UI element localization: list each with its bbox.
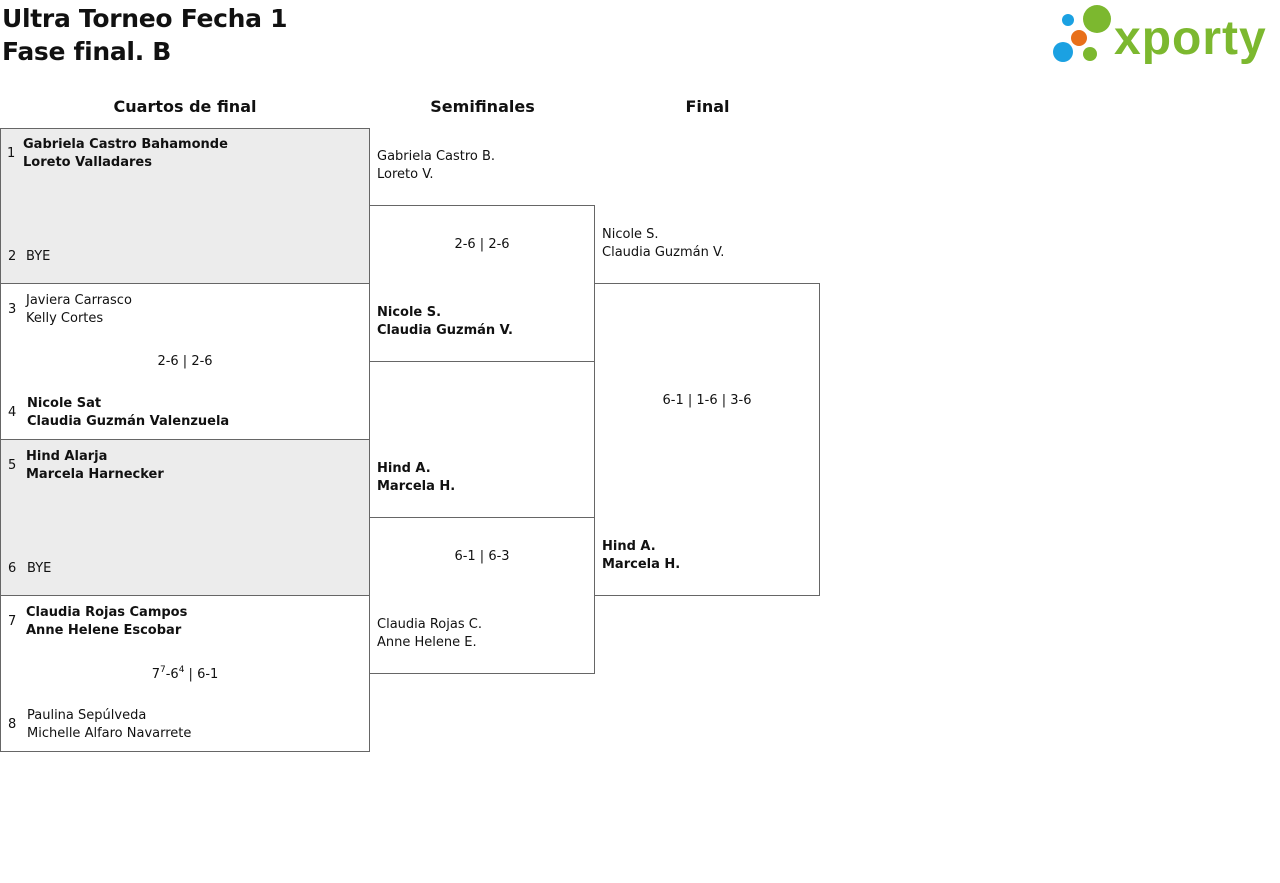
player-name: Nicole S. bbox=[377, 305, 442, 320]
round-header-final: Final bbox=[685, 97, 730, 116]
round-header-quarterfinals: Cuartos de final bbox=[113, 97, 257, 116]
remaining-sets: | 6-1 bbox=[184, 667, 219, 682]
player-name: Marcela H. bbox=[602, 557, 681, 572]
seed-number: 7 bbox=[8, 614, 17, 629]
player-name: Nicole Sat bbox=[27, 396, 102, 411]
player-name: Gabriela Castro B. bbox=[377, 149, 496, 164]
player-name: Gabriela Castro Bahamonde bbox=[23, 137, 228, 152]
logo-dot-blue-large bbox=[1053, 42, 1073, 62]
seed-number: 6 bbox=[8, 561, 17, 576]
qf1-bottom-team: BYE bbox=[26, 248, 50, 266]
player-name: Michelle Alfaro Navarrete bbox=[27, 726, 192, 741]
qf2-top-team: Javiera Carrasco Kelly Cortes bbox=[26, 292, 132, 328]
logo-dot-blue-small bbox=[1062, 14, 1074, 26]
player-name: Claudia Guzmán V. bbox=[377, 323, 513, 338]
title-line-1: Ultra Torneo Fecha 1 bbox=[2, 4, 288, 33]
set1-score-a: 7 bbox=[151, 667, 160, 682]
player-name: Anne Helene Escobar bbox=[26, 623, 182, 638]
player-name: Loreto V. bbox=[377, 167, 434, 182]
match-score: 2-6 | 2-6 bbox=[454, 237, 510, 252]
player-name: Claudia Guzmán Valenzuela bbox=[27, 414, 230, 429]
seed-number: 3 bbox=[8, 302, 17, 317]
player-name: BYE bbox=[26, 249, 51, 264]
seed-number: 5 bbox=[8, 458, 17, 473]
logo-dot-orange bbox=[1071, 30, 1087, 46]
player-name: Hind A. bbox=[602, 539, 656, 554]
set1-score-b: 6 bbox=[170, 667, 179, 682]
final-bottom-team: Hind A. Marcela H. bbox=[602, 538, 680, 574]
logo-text: xporty bbox=[1114, 12, 1267, 65]
sf1-top-team: Gabriela Castro B. Loreto V. bbox=[377, 148, 495, 184]
player-name: Claudia Rojas C. bbox=[377, 617, 482, 632]
player-name: Hind Alarja bbox=[26, 449, 108, 464]
qf4-top-team: Claudia Rojas Campos Anne Helene Escobar bbox=[26, 604, 187, 640]
final-match[interactable] bbox=[594, 283, 820, 596]
qf1-top-team: Gabriela Castro Bahamonde Loreto Vallada… bbox=[23, 136, 228, 172]
match-score: 2-6 | 2-6 bbox=[157, 354, 213, 369]
qf-match-1[interactable] bbox=[0, 128, 370, 284]
page-title: Ultra Torneo Fecha 1 Fase final. B bbox=[2, 2, 288, 68]
logo-dot-green-small bbox=[1083, 47, 1097, 61]
player-name: Hind A. bbox=[377, 461, 431, 476]
logo-dot-green-large bbox=[1083, 5, 1111, 33]
round-header-semifinals: Semifinales bbox=[430, 97, 535, 116]
qf3-bottom-team: BYE bbox=[27, 560, 51, 578]
sf1-bottom-team: Nicole S. Claudia Guzmán V. bbox=[377, 304, 513, 340]
sf2-top-team: Hind A. Marcela H. bbox=[377, 460, 455, 496]
player-name: Kelly Cortes bbox=[26, 311, 104, 326]
qf-match-3[interactable] bbox=[0, 439, 370, 596]
player-name: Javiera Carrasco bbox=[26, 293, 132, 308]
player-name: Claudia Rojas Campos bbox=[26, 605, 188, 620]
qf4-bottom-team: Paulina Sepúlveda Michelle Alfaro Navarr… bbox=[27, 707, 191, 743]
match-score: 77-64 | 6-1 bbox=[151, 665, 219, 683]
player-name: Marcela Harnecker bbox=[26, 467, 164, 482]
player-name: Marcela H. bbox=[377, 479, 456, 494]
qf3-top-team: Hind Alarja Marcela Harnecker bbox=[26, 448, 164, 484]
player-name: Claudia Guzmán V. bbox=[602, 245, 725, 260]
sf2-bottom-team: Claudia Rojas C. Anne Helene E. bbox=[377, 616, 482, 652]
title-line-2: Fase final. B bbox=[2, 37, 172, 66]
player-name: Anne Helene E. bbox=[377, 635, 477, 650]
qf2-bottom-team: Nicole Sat Claudia Guzmán Valenzuela bbox=[27, 395, 229, 431]
tiebreak-a: 7 bbox=[159, 665, 166, 675]
tiebreak-b: 4 bbox=[178, 665, 185, 675]
seed-number: 8 bbox=[8, 717, 17, 732]
player-name: BYE bbox=[27, 561, 52, 576]
player-name: Nicole S. bbox=[602, 227, 659, 242]
xporty-logo: xporty bbox=[1050, 2, 1276, 68]
seed-number: 1 bbox=[7, 146, 16, 161]
player-name: Paulina Sepúlveda bbox=[27, 708, 147, 723]
match-score: 6-1 | 6-3 bbox=[454, 549, 510, 564]
seed-number: 4 bbox=[8, 405, 17, 420]
player-name: Loreto Valladares bbox=[23, 155, 152, 170]
seed-number: 2 bbox=[8, 249, 17, 264]
final-top-team: Nicole S. Claudia Guzmán V. bbox=[602, 226, 724, 262]
match-score: 6-1 | 1-6 | 3-6 bbox=[662, 393, 752, 408]
